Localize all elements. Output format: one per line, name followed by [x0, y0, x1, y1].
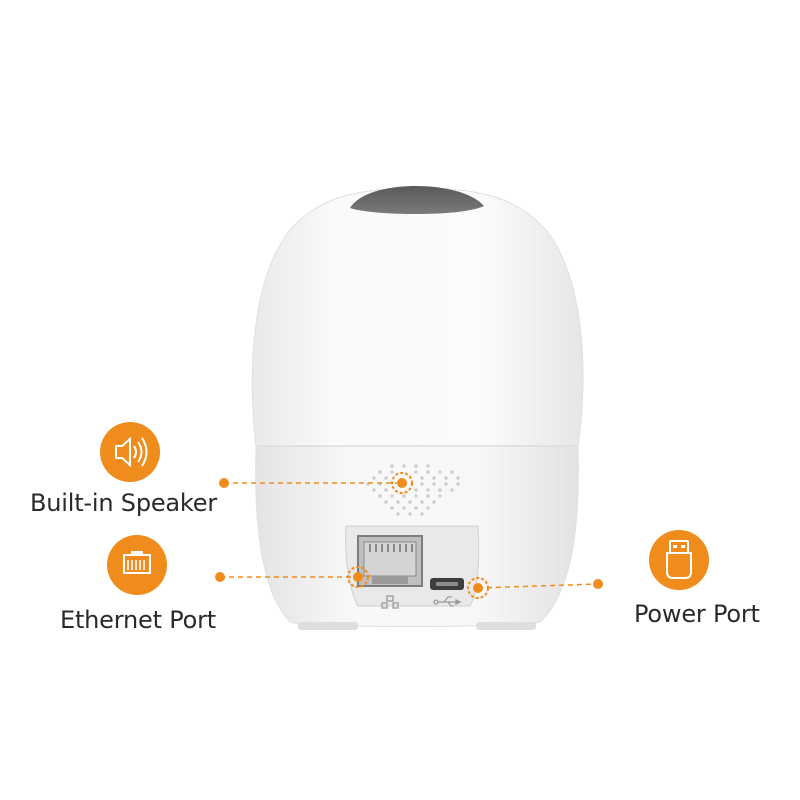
grille-hole — [372, 476, 376, 480]
grille-hole — [426, 506, 430, 510]
power-leader-dot — [593, 579, 603, 589]
grille-hole — [444, 482, 448, 486]
grille-hole — [402, 506, 406, 510]
grille-hole — [402, 494, 406, 498]
camera-head — [251, 187, 584, 447]
grille-hole — [390, 470, 394, 474]
grille-hole — [384, 476, 388, 480]
grille-hole — [426, 470, 430, 474]
grille-hole — [420, 476, 424, 480]
grille-hole — [396, 512, 400, 516]
grille-hole — [456, 476, 460, 480]
grille-hole — [438, 494, 442, 498]
speaker-target-marker — [391, 472, 413, 494]
power-target-marker — [467, 577, 489, 599]
speaker-icon — [100, 422, 160, 482]
grille-hole — [408, 512, 412, 516]
grille-hole — [432, 482, 436, 486]
camera-lens — [350, 186, 484, 214]
grille-hole — [408, 500, 412, 504]
grille-hole — [378, 494, 382, 498]
grille-hole — [414, 488, 418, 492]
grille-hole — [438, 488, 442, 492]
power-port-label: Power Port — [634, 600, 760, 628]
ethernet-target-marker — [347, 566, 369, 588]
ethernet-jack — [357, 535, 423, 587]
usb-glyph-icon — [433, 596, 462, 607]
speaker-grille — [366, 464, 460, 516]
grille-hole — [420, 512, 424, 516]
grille-hole — [372, 488, 376, 492]
camera-foot-right — [476, 622, 536, 630]
grille-hole — [438, 470, 442, 474]
grille-hole — [414, 464, 418, 468]
speaker-leader-dot — [219, 478, 229, 488]
grille-hole — [396, 500, 400, 504]
ethernet-leader-dot — [215, 572, 225, 582]
ethernet-port-icon — [107, 535, 167, 595]
grille-hole — [420, 482, 424, 486]
camera-foot-left — [298, 622, 358, 630]
ethernet-port-label: Ethernet Port — [60, 606, 216, 634]
grille-hole — [378, 470, 382, 474]
grille-hole — [390, 506, 394, 510]
grille-hole — [450, 470, 454, 474]
grille-hole — [414, 506, 418, 510]
power-leader-line — [477, 583, 599, 589]
network-glyph-icon — [381, 595, 399, 609]
grille-hole — [426, 464, 430, 468]
usb-plug-icon — [649, 530, 709, 590]
grille-hole — [384, 488, 388, 492]
grille-hole — [402, 464, 406, 468]
grille-hole — [390, 494, 394, 498]
grille-hole — [414, 470, 418, 474]
grille-hole — [444, 476, 448, 480]
grille-hole — [450, 488, 454, 492]
grille-hole — [456, 482, 460, 486]
grille-hole — [432, 476, 436, 480]
grille-hole — [384, 500, 388, 504]
speaker-label: Built-in Speaker — [30, 489, 218, 517]
grille-hole — [426, 488, 430, 492]
grille-hole — [420, 500, 424, 504]
grille-hole — [426, 494, 430, 498]
grille-hole — [414, 494, 418, 498]
grille-hole — [390, 464, 394, 468]
grille-hole — [432, 500, 436, 504]
micro-usb-port — [430, 578, 464, 590]
